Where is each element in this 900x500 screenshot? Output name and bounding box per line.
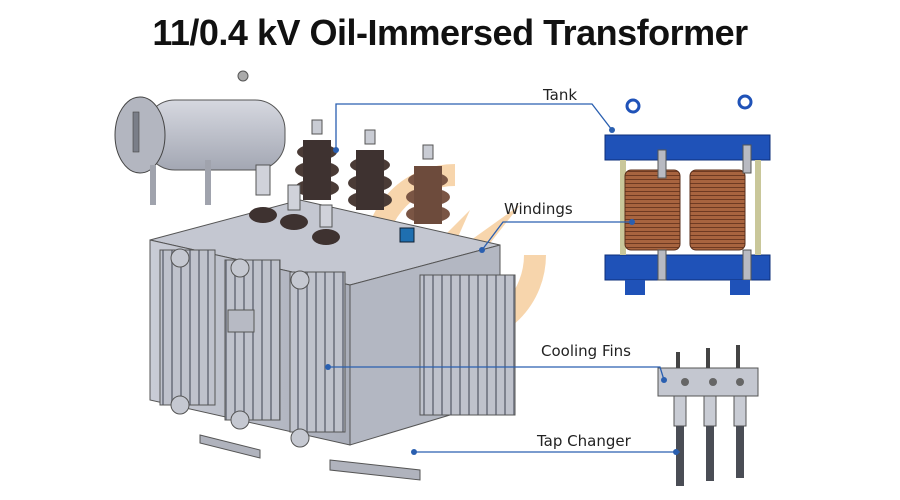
callout-cooling-fins: Cooling Fins: [541, 342, 631, 360]
hv-bushing: [348, 129, 392, 210]
callout-windings: Windings: [504, 200, 573, 218]
conservator-tank: [114, 70, 286, 205]
bushings: [249, 119, 450, 245]
hv-bushing: [295, 119, 339, 200]
hv-bushing: [406, 144, 450, 224]
page-title: 11/0.4 kV Oil-Immersed Transformer: [152, 12, 748, 53]
valve: [399, 227, 415, 243]
core-frame: [604, 94, 771, 295]
callout-tank: Tank: [543, 86, 578, 104]
tap-changer: [657, 345, 759, 486]
lv-bushings: [249, 164, 340, 245]
leader-dots: [325, 127, 679, 455]
coil-left: [624, 169, 681, 251]
coil-right: [689, 169, 746, 251]
leader-lines: [328, 103, 680, 453]
callout-tap-changer: Tap Changer: [537, 432, 631, 450]
main-tank: [149, 199, 516, 481]
